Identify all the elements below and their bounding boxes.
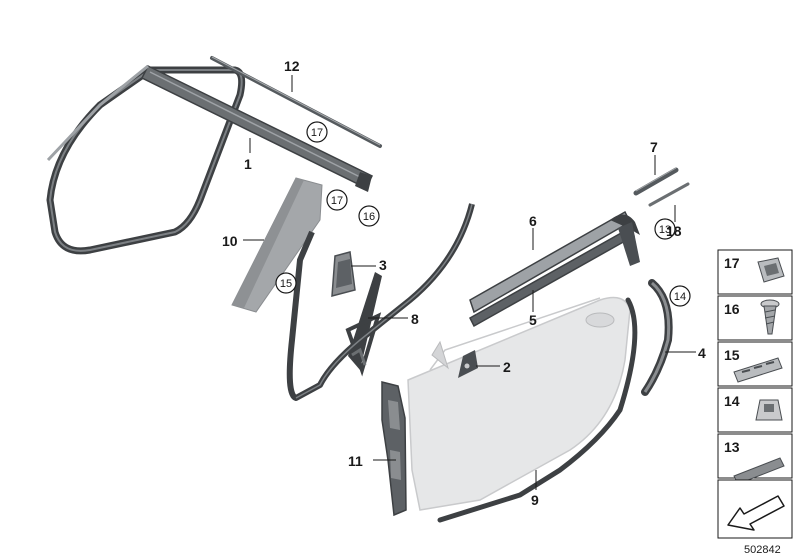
circled-callout-15-label: 15 xyxy=(280,278,292,290)
legend-item-17-label: 17 xyxy=(724,255,740,271)
callout-9: 9 xyxy=(531,492,539,508)
circled-callout-17b: 17 xyxy=(326,189,348,211)
callout-8: 8 xyxy=(411,311,419,327)
expanding-nut-icon xyxy=(755,399,783,421)
callout-12: 12 xyxy=(284,58,300,74)
screw-icon xyxy=(760,299,780,335)
legend-item-13-label: 13 xyxy=(724,439,740,455)
callout-11: 11 xyxy=(348,453,363,469)
arrow-direction-icon xyxy=(727,495,785,531)
part-11-pillar-bracket xyxy=(381,381,407,517)
callout-4: 4 xyxy=(698,345,706,361)
circled-callout-14-label: 14 xyxy=(674,291,686,303)
part-13-end-piece xyxy=(618,222,640,266)
part-9-door-edge-seal xyxy=(437,297,638,523)
legend-item-14: 14 xyxy=(717,387,793,433)
circled-callout-13: 13 xyxy=(654,218,676,240)
part-18-strip xyxy=(648,182,690,207)
legend-item-17: 17 xyxy=(717,249,793,295)
circled-callout-13-label: 13 xyxy=(659,224,671,236)
circled-callout-17b-label: 17 xyxy=(331,195,343,207)
part-3-bracket xyxy=(331,251,356,297)
circled-callout-14: 14 xyxy=(669,285,691,307)
part-7-strip xyxy=(633,167,679,196)
legend-item-15: 15 xyxy=(717,341,793,387)
document-id: 502842 xyxy=(744,544,781,556)
legend-item-13: 13 xyxy=(717,433,793,485)
legend-item-15-label: 15 xyxy=(724,347,740,363)
part-2-mirror-base xyxy=(458,350,478,378)
legend-footer xyxy=(717,479,793,539)
callout-2: 2 xyxy=(503,359,511,375)
connector-clip-icon xyxy=(733,357,783,383)
legend-item-16-label: 16 xyxy=(724,301,740,317)
circled-callout-16: 16 xyxy=(358,205,380,227)
circled-callout-17a-label: 17 xyxy=(311,127,323,139)
clip-icon xyxy=(757,257,785,283)
leader-lines xyxy=(243,75,696,490)
callout-5: 5 xyxy=(529,312,537,328)
callout-6: 6 xyxy=(529,213,537,229)
callout-3: 3 xyxy=(379,257,387,273)
legend-item-14-label: 14 xyxy=(724,393,740,409)
circled-callout-17a: 17 xyxy=(306,121,328,143)
door-panel xyxy=(407,296,631,511)
part-4-rear-seal xyxy=(641,279,673,396)
part-1-window-seal xyxy=(46,64,374,255)
legend-item-16: 16 xyxy=(717,295,793,341)
part-12-roof-strip xyxy=(210,56,382,148)
callout-10: 10 xyxy=(222,233,238,249)
legend-panel: 17 16 15 14 xyxy=(717,249,793,539)
callout-1: 1 xyxy=(244,156,252,172)
circled-callout-15: 15 xyxy=(275,272,297,294)
callout-7: 7 xyxy=(650,139,658,155)
part-10-pillar-trim xyxy=(231,177,323,313)
callout-18: 18 xyxy=(666,223,682,239)
circled-callout-16-label: 16 xyxy=(363,211,375,223)
door-frame-seal xyxy=(286,203,475,401)
